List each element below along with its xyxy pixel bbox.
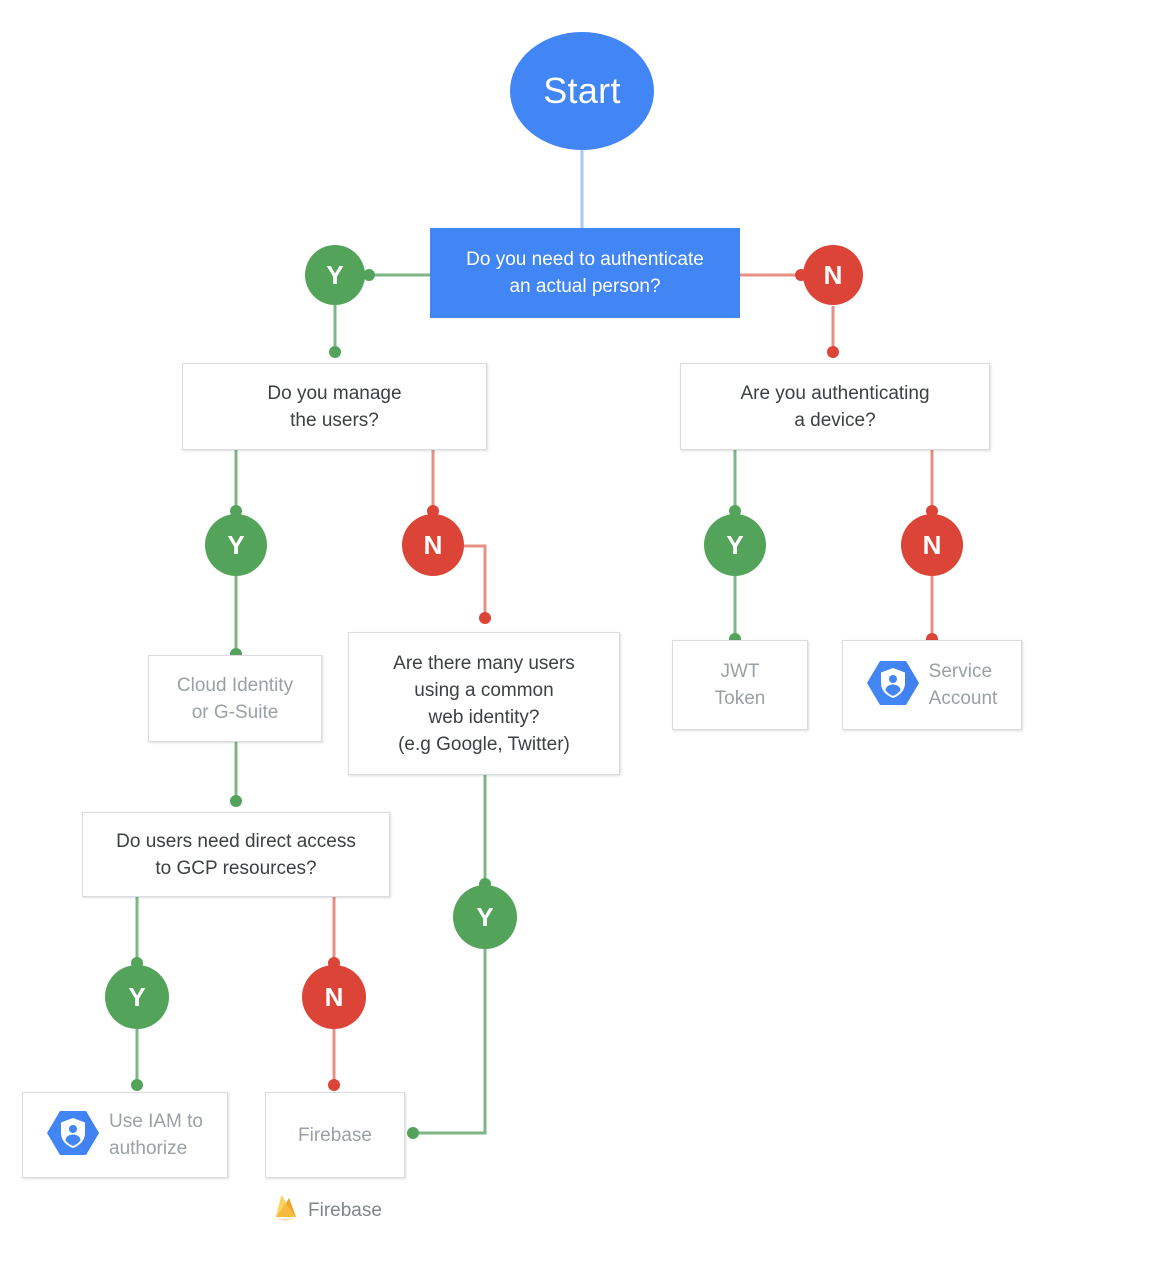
question-authenticate-person-text: Do you need to authenticate an actual pe… [458,246,712,300]
branch-label: Y [128,981,146,1012]
edge-dot [131,1079,143,1091]
result-use-iam-inner: Use IAM to authorize [23,1108,227,1162]
question-authenticating-device-text: Are you authenticating a device? [732,380,937,434]
node-result-firebase[interactable]: Firebase [265,1092,405,1178]
edge-dot [329,346,341,358]
line-2: a device? [794,409,876,431]
branch-person-yes[interactable]: Y [305,245,365,305]
branch-device-no[interactable]: N [901,514,963,576]
node-start[interactable]: Start [510,32,654,150]
start-label: Start [543,70,621,111]
line-2: or G-Suite [191,701,279,723]
branch-access-yes[interactable]: Y [105,965,169,1029]
question-manage-users-text: Do you manage the users? [259,380,409,434]
node-question-manage-users[interactable]: Do you manage the users? [182,363,487,450]
edge-dot [230,795,242,807]
edge-dot [479,612,491,624]
firebase-flame-icon [272,1192,300,1229]
edge-dot [827,346,839,358]
line-2: authorize [109,1138,188,1159]
edge-dot [328,1079,340,1091]
node-question-authenticate-person[interactable]: Do you need to authenticate an actual pe… [430,228,740,318]
edge-no-to-common-identity [464,544,487,617]
branch-access-no[interactable]: N [302,965,366,1029]
branch-label: Y [326,259,344,290]
node-question-common-web-identity[interactable]: Are there many users using a common web … [348,632,620,775]
node-question-authenticating-device[interactable]: Are you authenticating a device? [680,363,990,450]
branch-manage-yes[interactable]: Y [205,514,267,576]
line-1: Do users need direct access [116,830,356,852]
node-result-service-account[interactable]: Service Account [842,640,1022,730]
line-1: Firebase [298,1124,372,1146]
branch-person-no[interactable]: N [803,245,863,305]
result-use-iam-text: Use IAM to authorize [109,1108,203,1162]
line-4: (e.g Google, Twitter) [398,733,570,755]
question-common-web-identity-text: Are there many users using a common web … [385,650,583,758]
line-2: to GCP resources? [155,857,317,879]
node-result-use-iam[interactable]: Use IAM to authorize [22,1092,228,1178]
line-1: Do you manage [267,382,402,404]
firebase-logo-caption: Firebase [272,1192,382,1229]
line-1: JWT [720,661,760,682]
result-service-account-inner: Service Account [843,658,1021,712]
node-result-cloud-identity[interactable]: Cloud Identity or G-Suite [148,655,322,742]
line-2: the users? [290,409,379,431]
gcp-service-account-icon [866,659,919,712]
line-1: Cloud Identity [176,674,294,696]
firebase-logo-label: Firebase [308,1199,382,1221]
edge-common-yes-to-firebase [414,947,487,1135]
branch-label: Y [726,529,744,560]
line-2: Account [928,688,998,709]
line-1: Are there many users [393,652,575,674]
line-2: using a common [414,679,554,701]
branch-common-identity-yes[interactable]: Y [453,885,517,949]
result-firebase-text: Firebase [290,1122,380,1149]
branch-device-yes[interactable]: Y [704,514,766,576]
line-1: Use IAM to [109,1111,203,1132]
line-1: Are you authenticating [740,382,930,404]
branch-label: N [423,529,443,560]
branch-label: N [922,529,942,560]
branch-label: Y [476,901,494,932]
line-3: web identity? [428,706,540,728]
line-2: an actual person? [509,276,661,297]
result-cloud-identity-text: Cloud Identity or G-Suite [169,672,301,726]
node-result-jwt-token[interactable]: JWT Token [672,640,808,730]
node-question-direct-access[interactable]: Do users need direct access to GCP resou… [82,812,390,897]
line-1: Do you need to authenticate [466,249,704,270]
result-service-account-text: Service Account [929,658,998,712]
branch-label: N [823,259,843,290]
question-direct-access-text: Do users need direct access to GCP resou… [108,828,364,882]
branch-manage-no[interactable]: N [402,514,464,576]
branch-label: N [324,981,344,1012]
gcp-iam-icon [47,1109,99,1162]
edge-dot [407,1127,419,1139]
line-1: Service [928,661,993,682]
branch-label: Y [227,529,245,560]
line-2: Token [714,688,766,709]
result-jwt-token-text: JWT Token [707,658,774,712]
